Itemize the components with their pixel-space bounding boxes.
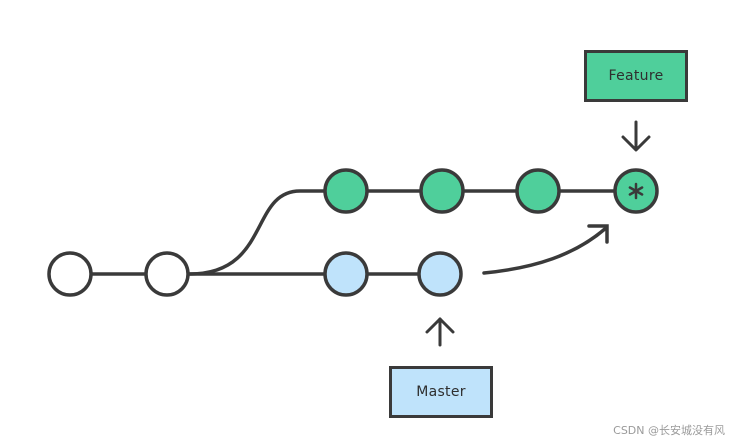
feature-branch-curve [188,189,638,276]
arrow-up-icon [425,317,455,347]
commit-node-feature-3 [515,168,561,214]
commit-node-master-2 [417,251,463,297]
commit-node-master-1 [323,251,369,297]
master-branch-label: Master [389,366,493,418]
merge-arrow-shaft [482,226,608,275]
feature-label-text: Feature [608,68,664,84]
master-label-text: Master [416,384,466,400]
merge-arrow-head [587,224,609,244]
arrow-down-icon [621,120,651,152]
commit-node-feature-2 [419,168,465,214]
feature-branch-label: Feature [584,50,688,102]
asterisk-icon [628,182,644,200]
commit-node-base-1 [47,251,93,297]
commit-node-feature-1 [323,168,369,214]
watermark-text: CSDN @长安城没有风 [613,424,725,437]
commit-node-base-2 [144,251,190,297]
